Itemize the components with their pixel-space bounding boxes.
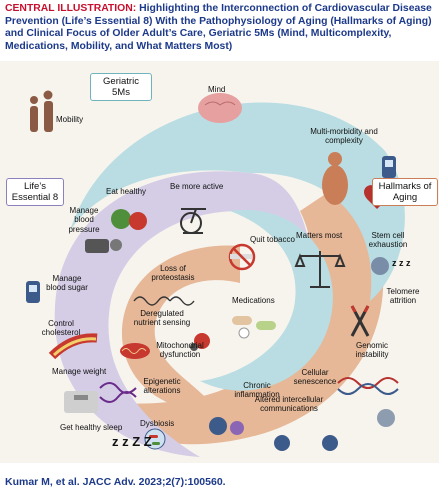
citation: Kumar M, et al. JACC Adv. 2023;2(7):1005… xyxy=(5,476,226,488)
label-matters-most: Matters most xyxy=(296,231,343,240)
geriatric-5ms-tag: Geriatric 5Ms xyxy=(90,73,152,101)
vegetables-icon xyxy=(111,209,147,230)
label-healthy-sleep: Get healthy sleep xyxy=(60,423,123,432)
no-smoking-icon xyxy=(228,243,256,271)
telomere-icon xyxy=(350,305,370,337)
inflammation-cell-icon xyxy=(209,417,244,435)
lifes-essential-8-tag: Life’s Essential 8 xyxy=(6,178,64,206)
label-mobility: Mobility xyxy=(56,115,84,124)
artery-icon xyxy=(48,333,98,360)
body-icon xyxy=(322,152,348,205)
senescent-cell-icon xyxy=(377,409,395,427)
hallmarks-inner xyxy=(121,245,240,412)
nutrient-sensing-icon xyxy=(190,333,210,351)
genomic-dna-icon xyxy=(337,377,399,395)
label-eat-healthy: Eat healthy xyxy=(106,187,147,196)
elderly-couple-icon xyxy=(30,90,53,132)
label-be-more-active: Be more active xyxy=(170,182,224,191)
label-loss-of-proteostasis: Loss of proteostasis xyxy=(151,264,195,283)
mitochondria-icon xyxy=(120,343,150,359)
sleep-zzz-glyph: z z Z Z xyxy=(112,434,152,449)
label-stem-cell-exhaustion: Stem cell exhaustion xyxy=(368,231,408,250)
exercise-bike-icon xyxy=(180,208,206,234)
stem-cell-icon xyxy=(371,257,389,275)
label-control-cholesterol: Control cholesterol xyxy=(41,319,81,338)
label-intercellular: Altered intercellular communications xyxy=(254,395,324,414)
label-multimorbidity: Multi-morbidity and complexity xyxy=(310,127,378,146)
label-mitochondrial: Mitochondrial dysfunction xyxy=(156,341,204,360)
stem-zzz-glyph: z z z xyxy=(392,258,411,268)
label-epigenetic: Epigenetic alterations xyxy=(143,377,181,396)
brain-icon xyxy=(198,93,242,123)
label-mind: Mind xyxy=(208,85,226,94)
dna-icon xyxy=(99,382,137,403)
hallmarks-of-aging-tag: Hallmarks of Aging xyxy=(372,178,438,206)
scales-of-justice-icon xyxy=(294,251,346,288)
label-manage-weight: Manage weight xyxy=(52,367,107,376)
label-dysbiosis: Dysbiosis xyxy=(140,419,175,428)
spiral-diagram xyxy=(26,90,405,457)
bacteria-icon xyxy=(144,428,166,450)
glucometer-icon xyxy=(382,156,396,178)
label-manage-bp: Manage blood pressure xyxy=(68,206,100,234)
label-telomere-attrition: Telomere attrition xyxy=(386,287,420,306)
figure-header: CENTRAL ILLUSTRATION: Highlighting the I… xyxy=(0,0,439,60)
glucose-meter-icon xyxy=(26,281,40,303)
label-deregulated-nutrient: Deregulated nutrient sensing xyxy=(133,309,191,328)
figure-title: Highlighting the Interconnection of Card… xyxy=(5,3,432,52)
label-chronic-inflammation: Chronic inflammation xyxy=(234,381,280,400)
label-cellular-senescence: Cellular senescence xyxy=(293,368,337,387)
communication-cells-icon xyxy=(274,435,338,451)
protein-icon xyxy=(133,296,195,306)
label-medications: Medications xyxy=(232,296,275,305)
pills-icon xyxy=(232,316,276,339)
geriatric-band xyxy=(70,102,405,301)
label-quit-tobacco: Quit tobacco xyxy=(250,235,295,244)
weighing-scale-icon xyxy=(64,391,98,413)
label-genomic-instability: Genomic instability xyxy=(355,341,389,360)
bp-cuff-icon xyxy=(85,239,122,253)
label-manage-sugar: Manage blood sugar xyxy=(46,274,88,293)
central-illustration-label: CENTRAL ILLUSTRATION: xyxy=(5,3,137,14)
illustration-panel: Geriatric 5Ms Life’s Essential 8 Hallmar… xyxy=(0,61,439,463)
